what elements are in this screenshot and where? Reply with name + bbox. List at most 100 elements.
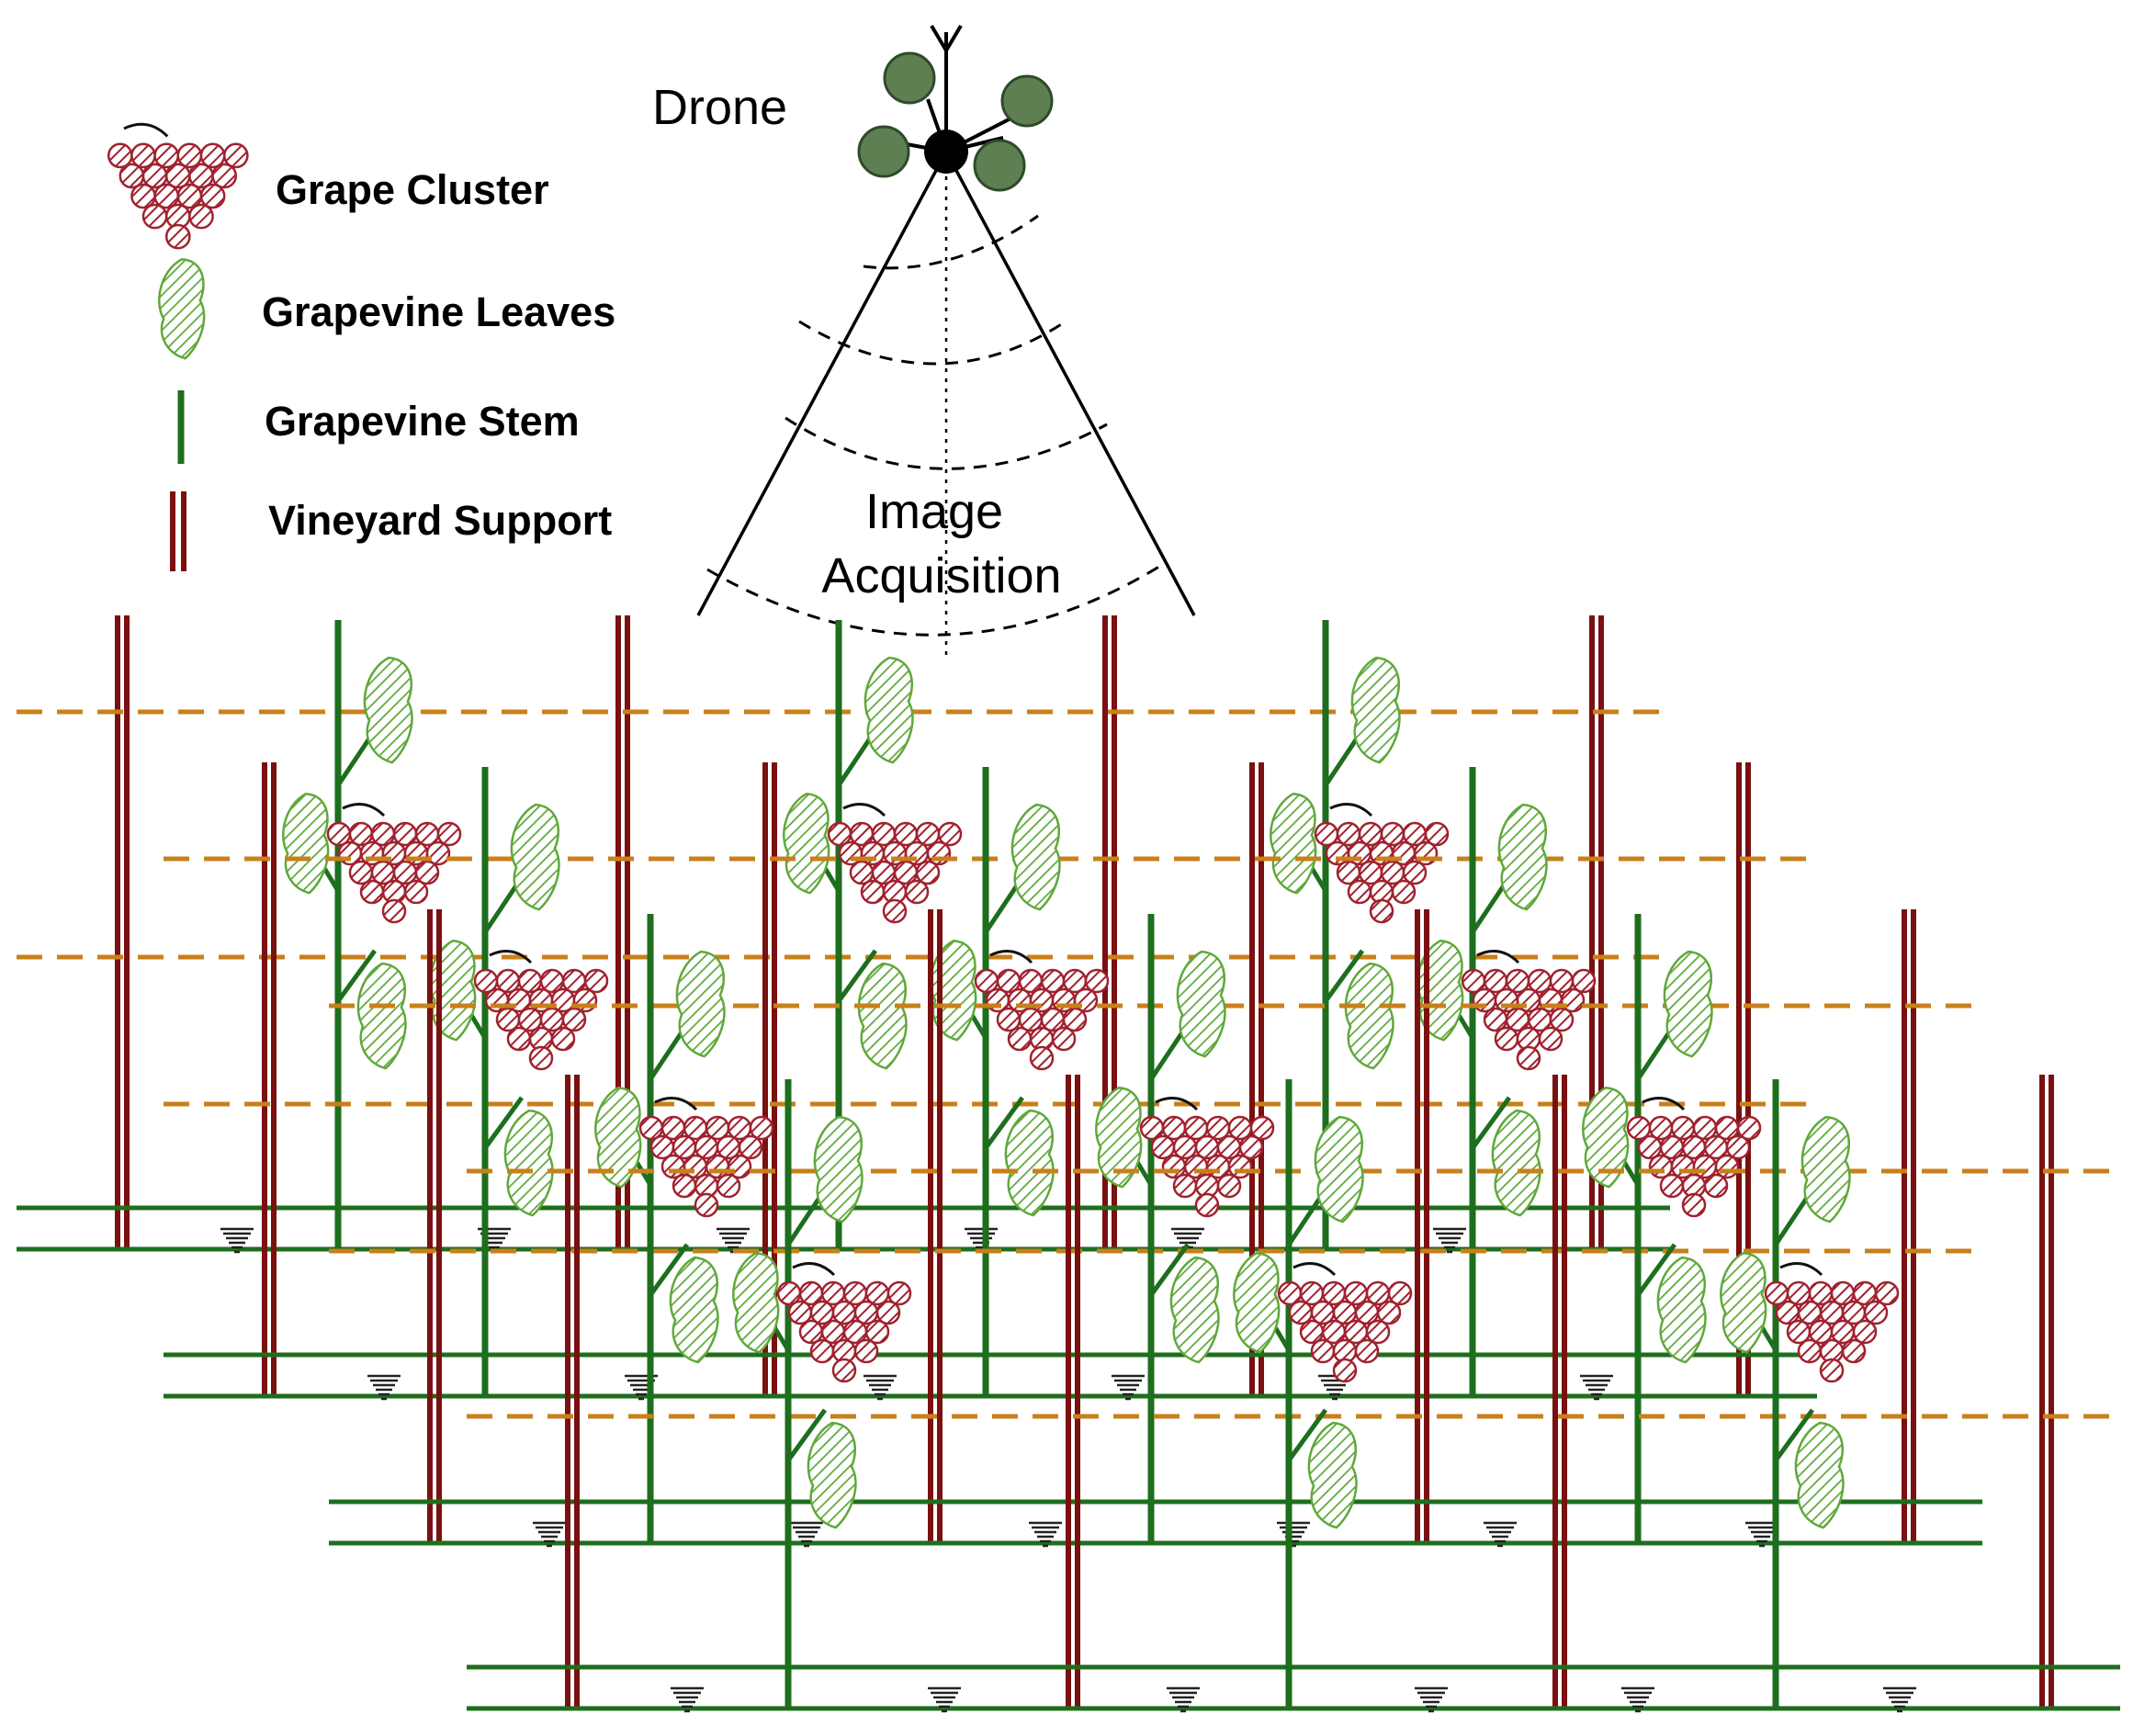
grapevine-stem — [1608, 914, 1677, 1543]
ground-symbol — [1484, 1521, 1517, 1548]
grape-cluster — [776, 1262, 912, 1383]
grapevine-leaf — [783, 792, 830, 895]
grapevine-leaf — [1491, 1109, 1541, 1217]
grape-cluster — [1139, 1097, 1275, 1218]
grapevine-leaf — [857, 962, 908, 1070]
vineyard-row — [164, 762, 1817, 1401]
grapevine-stem — [308, 620, 378, 1249]
grape-cluster — [107, 122, 249, 250]
vineyard-row — [329, 909, 1982, 1548]
grapevine-leaf — [669, 1256, 719, 1364]
vineyard-support-post — [565, 1075, 580, 1708]
grapevine-leaf — [1095, 1086, 1143, 1189]
acquisition-arc — [863, 214, 1039, 270]
ground-symbol — [1167, 1686, 1200, 1713]
vineyard-support-post — [115, 615, 130, 1249]
ground-symbol — [864, 1374, 897, 1401]
legend-label-vineyard-support: Vineyard Support — [268, 497, 612, 544]
vineyard-support-post — [1552, 1075, 1567, 1708]
grapevine-leaf — [1656, 1256, 1707, 1364]
grapevine-leaf — [1169, 1256, 1220, 1364]
ground-symbol — [220, 1227, 254, 1254]
grapevine-leaf — [1233, 1251, 1281, 1354]
legend: Grape Cluster Grapevine Leaves Grapevine… — [107, 122, 615, 571]
grapevine-stem — [955, 767, 1025, 1396]
image-acquisition-label-line2: Acquisition — [821, 548, 1061, 603]
vineyard-support-post — [928, 909, 943, 1543]
grape-cluster — [1626, 1097, 1762, 1218]
vineyard-support-post — [1902, 909, 1916, 1543]
drone-body — [924, 130, 968, 174]
grape-cluster — [1461, 950, 1597, 1071]
ground-symbol — [1415, 1686, 1448, 1713]
ground-symbol — [367, 1374, 401, 1401]
grapevine-stem — [455, 767, 525, 1396]
grapevine-leaf — [813, 1115, 864, 1223]
ground-symbol — [1580, 1374, 1613, 1401]
grapevine-leaf — [1314, 1115, 1364, 1223]
vineyard-rows — [17, 615, 2120, 1713]
grapevine-leaf — [356, 962, 407, 1070]
grapevine-leaf — [158, 257, 206, 360]
legend-label-grape-cluster: Grape Cluster — [276, 166, 549, 213]
vineyard-support-post — [1415, 909, 1429, 1543]
image-acquisition-label-line1: Image — [865, 484, 1003, 539]
drone-antenna — [930, 24, 948, 52]
grapevine-leaf — [1270, 792, 1317, 895]
acquisition-cone-edge-right — [944, 151, 1196, 616]
ground-symbol — [671, 1686, 704, 1713]
grapevine-leaf — [594, 1086, 642, 1189]
grapevine-leaf — [1497, 803, 1548, 911]
ground-symbol — [1029, 1521, 1062, 1548]
grapevine-leaf — [1794, 1421, 1845, 1529]
grapevine-stem — [1442, 767, 1512, 1396]
grape-cluster — [974, 950, 1110, 1071]
drone-rotor — [1000, 74, 1054, 128]
ground-symbol — [717, 1227, 750, 1254]
grapevine-leaf — [1176, 950, 1226, 1058]
grapevine-leaf — [1004, 1109, 1055, 1217]
vineyard-support-post — [427, 909, 442, 1543]
grapevine-leaf — [1307, 1421, 1358, 1529]
ground-symbol — [533, 1521, 566, 1548]
drone-label: Drone — [652, 80, 787, 135]
legend-label-grapevine-stem: Grapevine Stem — [265, 398, 580, 445]
grapevine-leaf — [1010, 803, 1061, 911]
grape-cluster — [326, 803, 462, 924]
grapevine-leaf — [1350, 656, 1401, 764]
ground-symbol — [1112, 1374, 1145, 1401]
vineyard-support-post — [262, 762, 277, 1396]
ground-symbol — [928, 1686, 961, 1713]
grapevine-leaf — [1720, 1251, 1767, 1354]
grapevine-leaf — [282, 792, 330, 895]
ground-symbol — [1883, 1686, 1916, 1713]
grapevine-leaf — [363, 656, 413, 764]
drone — [696, 24, 1196, 661]
grape-cluster — [473, 950, 609, 1071]
grapevine-stem — [620, 914, 690, 1543]
grape-cluster — [1314, 803, 1450, 924]
grapevine-leaf — [510, 803, 560, 911]
grape-cluster — [1764, 1262, 1900, 1383]
vineyard-support-post — [1066, 1075, 1080, 1708]
vineyard-row — [17, 615, 1670, 1254]
grapevine-leaf — [1582, 1086, 1630, 1189]
ground-symbol — [1433, 1227, 1466, 1254]
acquisition-arc — [706, 563, 1163, 637]
grapevine-leaf — [807, 1421, 857, 1529]
grapevine-leaf — [1663, 950, 1713, 1058]
drone-rotor — [973, 139, 1026, 192]
ground-symbol — [1621, 1686, 1654, 1713]
grapevine-leaf — [732, 1251, 780, 1354]
drone-rotor — [857, 125, 910, 178]
grape-cluster — [827, 803, 963, 924]
grapevine-leaf — [1344, 962, 1394, 1070]
grape-cluster — [1277, 1262, 1413, 1383]
vineyard-row — [467, 1075, 2120, 1713]
ground-symbol — [790, 1521, 823, 1548]
acquisition-cone-edge-left — [696, 151, 948, 616]
grapevine-leaf — [675, 950, 726, 1058]
grapevine-leaf — [503, 1109, 554, 1217]
drone-antenna — [944, 24, 963, 52]
